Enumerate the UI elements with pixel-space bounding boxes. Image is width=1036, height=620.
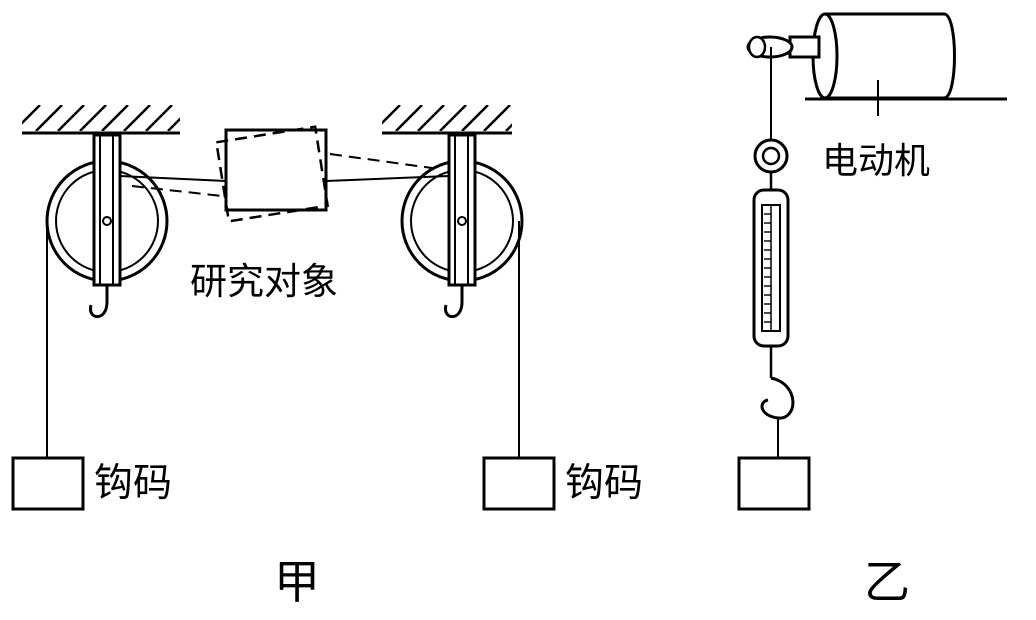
string-left-top <box>119 175 227 182</box>
hook-spring-scale <box>760 376 795 420</box>
motor <box>746 12 1007 116</box>
weight-right-label: 钩码 <box>565 461 643 506</box>
ceiling-right <box>382 105 512 135</box>
motor-label: 电动机 <box>822 141 930 182</box>
figure-yi-label: 乙 <box>864 555 910 609</box>
figure-jia-label: 甲 <box>274 555 320 609</box>
pulley-right <box>400 133 524 319</box>
hook-left-pulley <box>89 285 109 319</box>
string-right-top <box>325 175 450 182</box>
weight-left-box <box>11 456 85 511</box>
research-object <box>131 125 433 223</box>
research-object-tilted-outline <box>214 125 330 223</box>
weight-left-label: 钩码 <box>94 461 172 506</box>
weight-yi-box <box>737 456 811 511</box>
weight-right-box <box>482 456 556 511</box>
pulley-left <box>45 133 169 319</box>
spring-scale <box>752 138 795 420</box>
ceiling-left <box>22 105 180 135</box>
figure-jia <box>11 105 556 511</box>
research-object-label: 研究对象 <box>190 260 338 303</box>
figure-yi <box>737 12 1007 511</box>
hook-right-pulley <box>444 285 464 319</box>
